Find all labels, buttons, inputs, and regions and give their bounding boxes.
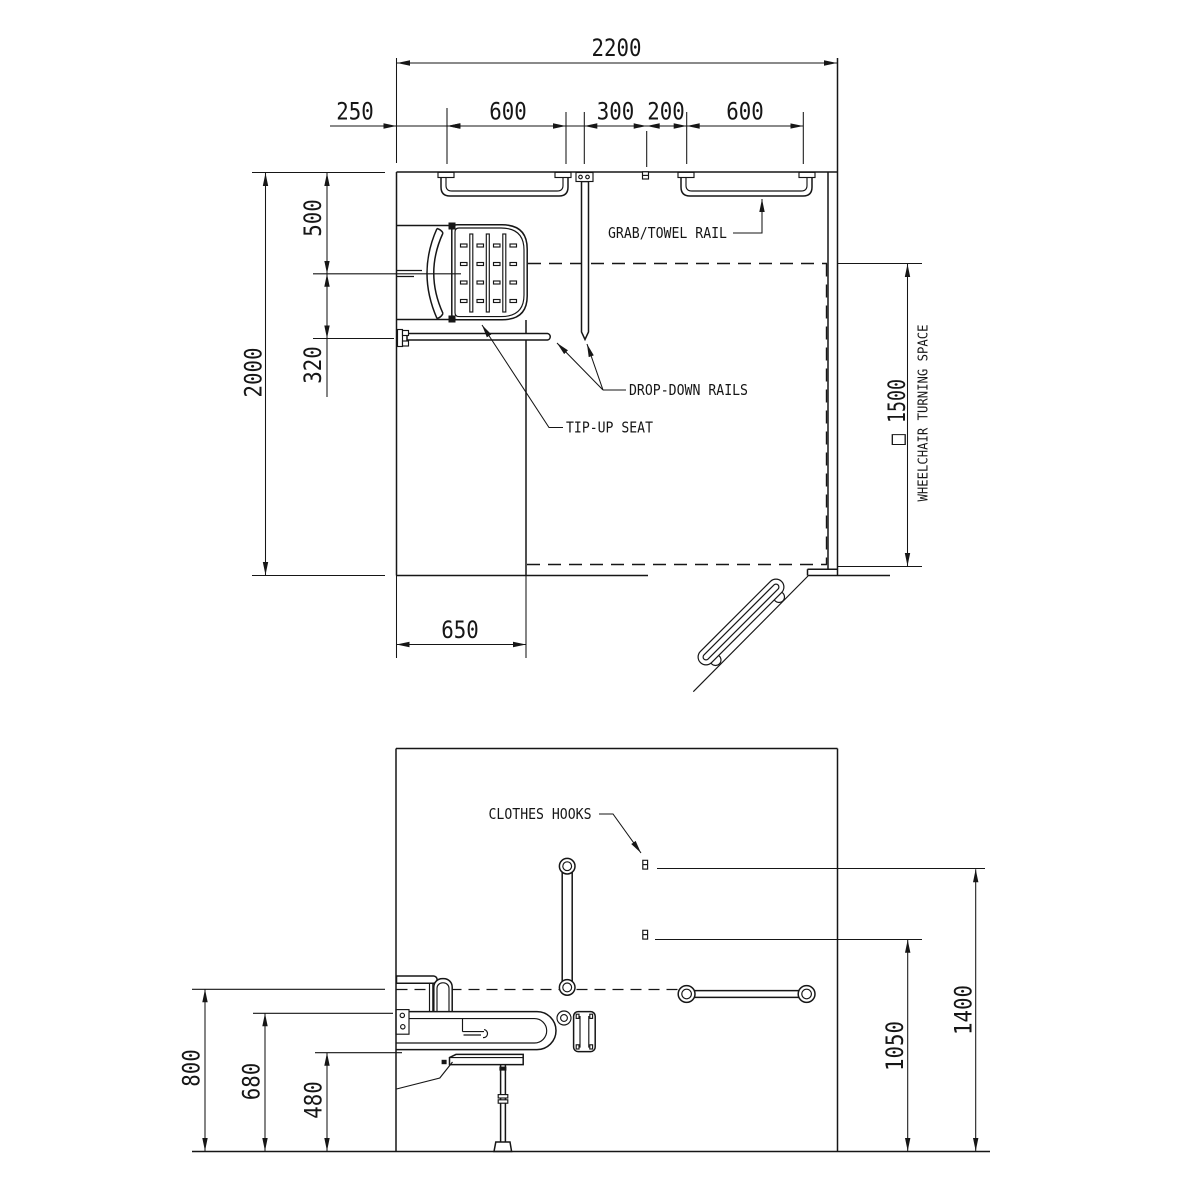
dim-right-rail-width: 600 xyxy=(726,98,764,126)
dim-left-offset: 250 xyxy=(336,98,374,126)
plan-walls xyxy=(395,58,890,577)
dim-seat-height: 480 xyxy=(300,1081,328,1119)
grab-towel-rail-left-plan xyxy=(437,171,572,197)
dim-grab-rail-height: 800 xyxy=(178,1049,206,1087)
dim-lower-hook-height: 1050 xyxy=(881,1021,909,1071)
dim-drop-down-rail-height: 680 xyxy=(238,1063,266,1101)
door-plan xyxy=(692,575,809,693)
dim-upper-hook-height: 1400 xyxy=(950,985,978,1035)
label-tip-up-seat: TIP-UP SEAT xyxy=(566,419,653,437)
dim-turning-space: □ 1500 xyxy=(883,379,911,445)
horizontal-grab-rail-elevation xyxy=(677,984,816,1004)
plan-view: 2200 250 600 300 200 600 2000 500 320 xyxy=(240,34,932,693)
drop-down-rail-horizontal-plan xyxy=(396,328,551,348)
plan-dimensions: 2200 250 600 300 200 600 2000 500 320 xyxy=(240,34,932,658)
dim-overall-width: 2200 xyxy=(592,34,642,62)
door-pull-rail xyxy=(697,578,785,666)
dim-rail-spacing: 300 xyxy=(597,98,635,126)
seat-plank-elevation xyxy=(448,1053,524,1066)
plan-labels: GRAB/TOWEL RAIL DROP-DOWN RAILS TIP-UP S… xyxy=(481,199,765,437)
elevation-dimensions: 800 680 480 1400 1050 xyxy=(178,867,985,1151)
elevation-walls xyxy=(192,747,990,1153)
door-leaf xyxy=(692,575,809,693)
drop-down-rail-elevation xyxy=(396,1010,557,1051)
folded-drop-down-rail xyxy=(572,1010,596,1053)
elevation-labels: CLOTHES HOOKS xyxy=(489,805,642,854)
label-grab-towel-rail: GRAB/TOWEL RAIL xyxy=(608,224,727,242)
dim-hook-spacing: 200 xyxy=(647,98,685,126)
vertical-grab-rail-elevation xyxy=(558,857,576,996)
clothes-hook-upper xyxy=(642,859,649,870)
wheelchair-turning-space-outline xyxy=(525,262,828,576)
dim-wall-to-seat-center: 500 xyxy=(299,199,327,237)
drop-down-rail-vertical-plan xyxy=(575,171,594,342)
seat-foot xyxy=(493,1141,513,1153)
seat-drain-holes xyxy=(459,243,518,304)
tip-up-seat-elevation xyxy=(395,975,596,1153)
clothes-hook-lower xyxy=(642,929,649,940)
dim-seat-center-to-rail: 320 xyxy=(299,346,327,384)
dim-left-rail-width: 600 xyxy=(489,98,527,126)
dim-room-depth: 2000 xyxy=(240,348,268,398)
wall-hook-plan xyxy=(641,171,650,180)
tip-up-seat-plan xyxy=(381,222,528,323)
label-drop-down-rails: DROP-DOWN RAILS xyxy=(629,381,748,399)
label-wheelchair-turning-space: WHEELCHAIR TURNING SPACE xyxy=(916,325,932,502)
dim-seat-recess-width: 650 xyxy=(441,616,479,644)
grab-towel-rail-right-plan xyxy=(677,171,816,197)
toilet-roll-holder xyxy=(461,1018,489,1039)
elevation-view: 800 680 480 1400 1050 CLOTHES HOOKS xyxy=(178,747,990,1153)
label-clothes-hooks: CLOTHES HOOKS xyxy=(489,805,592,823)
